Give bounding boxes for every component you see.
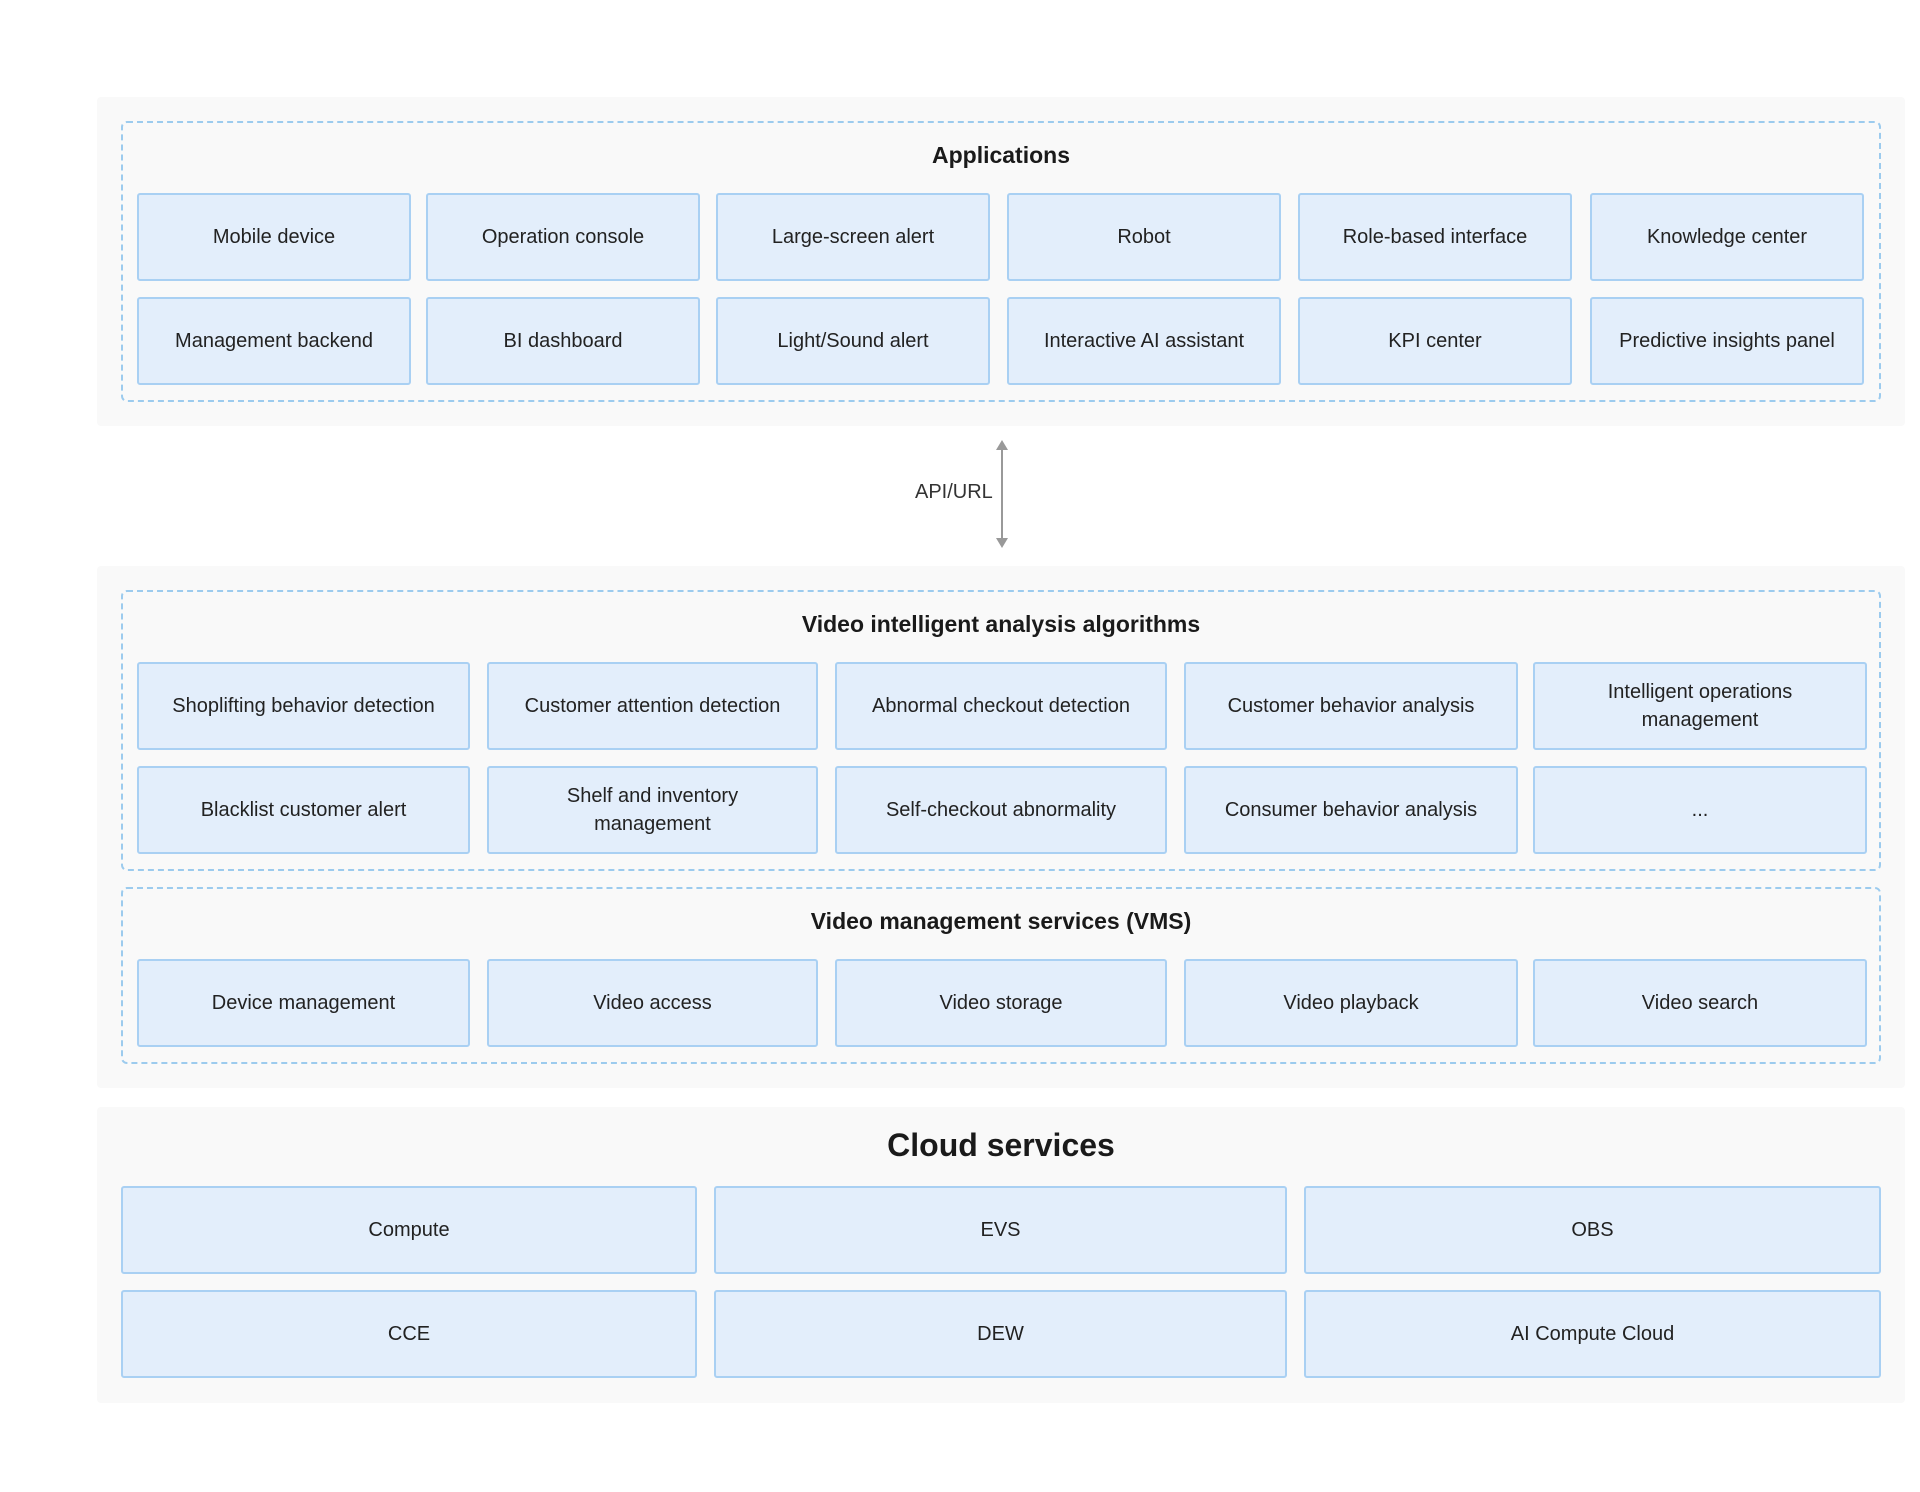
- algo-box-abnormal-checkout: Abnormal checkout detection: [835, 662, 1167, 750]
- vms-group: Video management services (VMS): [121, 887, 1881, 1064]
- api-connector-arrow: [996, 440, 1008, 548]
- algo-box-customer-attention: Customer attention detection: [487, 662, 818, 750]
- vms-title: Video management services (VMS): [810, 908, 1192, 934]
- cloud-box-compute: Compute: [121, 1186, 697, 1274]
- algo-box-blacklist-customer: Blacklist customer alert: [137, 766, 470, 854]
- algo-box-intelligent-operations: Intelligent operations management: [1533, 662, 1867, 750]
- app-box-mobile-device: Mobile device: [137, 193, 411, 281]
- vms-box-video-playback: Video playback: [1184, 959, 1518, 1047]
- cloud-box-cce: CCE: [121, 1290, 697, 1378]
- applications-group: Applications: [121, 121, 1881, 402]
- applications-layer: Applications Mobile device Operation con…: [97, 97, 1905, 426]
- cloud-box-ai-compute-cloud: AI Compute Cloud: [1304, 1290, 1881, 1378]
- cloud-box-obs: OBS: [1304, 1186, 1881, 1274]
- applications-title: Applications: [931, 142, 1070, 168]
- app-box-bi-dashboard: BI dashboard: [426, 297, 700, 385]
- app-box-predictive-insights-panel: Predictive insights panel: [1590, 297, 1864, 385]
- app-box-operation-console: Operation console: [426, 193, 700, 281]
- algo-box-shoplifting: Shoplifting behavior detection: [137, 662, 470, 750]
- app-box-robot: Robot: [1007, 193, 1281, 281]
- algo-box-ellipsis: ...: [1533, 766, 1867, 854]
- app-box-interactive-ai-assistant: Interactive AI assistant: [1007, 297, 1281, 385]
- app-box-role-based-interface: Role-based interface: [1298, 193, 1572, 281]
- algo-box-self-checkout: Self-checkout abnormality: [835, 766, 1167, 854]
- vms-box-video-search: Video search: [1533, 959, 1867, 1047]
- algo-box-customer-behavior: Customer behavior analysis: [1184, 662, 1518, 750]
- algo-box-consumer-behavior: Consumer behavior analysis: [1184, 766, 1518, 854]
- cloud-title: Cloud services: [887, 1127, 1115, 1163]
- cloud-layer: Cloud services Compute EVS OBS CCE DEW A…: [97, 1107, 1905, 1403]
- cloud-box-evs: EVS: [714, 1186, 1287, 1274]
- algorithms-group: Video intelligent analysis algorithms: [121, 590, 1881, 871]
- video-layer: Video intelligent analysis algorithms Sh…: [97, 566, 1905, 1088]
- api-connector-label: API/URL: [915, 481, 993, 503]
- algo-box-shelf-inventory: Shelf and inventory management: [487, 766, 818, 854]
- cloud-box-dew: DEW: [714, 1290, 1287, 1378]
- app-box-large-screen-alert: Large-screen alert: [716, 193, 990, 281]
- app-box-management-backend: Management backend: [137, 297, 411, 385]
- app-box-light-sound-alert: Light/Sound alert: [716, 297, 990, 385]
- app-box-kpi-center: KPI center: [1298, 297, 1572, 385]
- vms-box-video-storage: Video storage: [835, 959, 1167, 1047]
- vms-box-video-access: Video access: [487, 959, 818, 1047]
- algorithms-title: Video intelligent analysis algorithms: [801, 611, 1201, 637]
- app-box-knowledge-center: Knowledge center: [1590, 193, 1864, 281]
- vms-box-device-management: Device management: [137, 959, 470, 1047]
